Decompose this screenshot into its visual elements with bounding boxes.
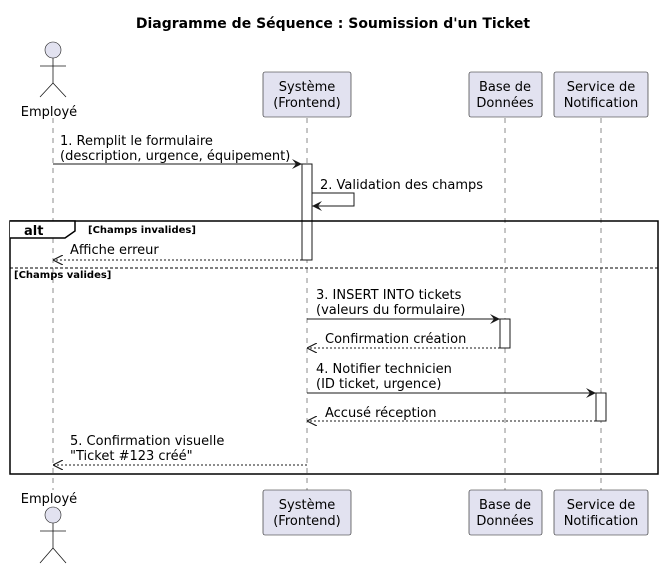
activation-notif [595,392,607,422]
actor-employe-bottom: Employé [21,492,77,564]
actor-label: Employé [21,105,77,120]
activation-systeme [301,163,313,261]
participant-systeme-top: Système (Frontend) [262,71,352,118]
message-label: Confirmation création [325,332,466,347]
participant-line2: (Frontend) [273,514,341,529]
actor-label: Employé [21,492,77,507]
diagram-title: Diagramme de Séquence : Soumission d'un … [136,16,531,32]
participant-bdd-bottom: Base de Données [468,489,543,536]
message-error: Affiche erreur [53,243,302,260]
message-label: 1. Remplit le formulaire [60,134,213,149]
activation-bdd [499,318,511,349]
message-label: 4. Notifier technicien [316,362,452,377]
participant-line2: Notification [564,514,639,529]
participant-bdd-top: Base de Données [468,71,543,118]
message-label: (ID ticket, urgence) [316,377,441,392]
message-label: (description, urgence, équipement) [60,149,290,164]
participant-line1: Base de [479,80,531,95]
fragment-operator: alt [24,224,43,239]
message-4: 4. Notifier technicien (ID ticket, urgen… [307,362,596,398]
message-label: "Ticket #123 créé" [70,449,193,464]
message-label: 3. INSERT INTO tickets [316,288,462,303]
message-5: 5. Confirmation visuelle "Ticket #123 cr… [53,434,307,465]
participant-line2: Données [476,96,533,111]
message-arrow [312,192,355,211]
message-label: Affiche erreur [70,243,159,258]
participant-notif-bottom: Service de Notification [553,489,649,536]
message-label: (valeurs du formulaire) [316,303,465,318]
participant-notif-top: Service de Notification [553,71,649,118]
message-3-reply: Confirmation création [307,332,500,348]
participant-line1: Système [279,80,335,95]
alt-fragment: alt [Champs invalides] [Champs valides] [9,220,659,475]
message-label: 5. Confirmation visuelle [70,434,224,449]
message-label: Accusé réception [325,406,436,421]
participant-line1: Système [279,498,335,513]
message-4-reply: Accusé réception [307,406,596,421]
participant-systeme-bottom: Système (Frontend) [262,489,352,536]
fragment-guard-valid: [Champs valides] [14,270,111,281]
message-3: 3. INSERT INTO tickets (valeurs du formu… [307,288,500,324]
participant-line2: Données [476,514,533,529]
participant-line1: Base de [479,498,531,513]
participant-line2: Notification [564,96,639,111]
fragment-guard-invalid: [Champs invalides] [88,225,196,236]
participant-line1: Service de [567,498,635,513]
message-label: 2. Validation des champs [320,178,483,193]
message-1: 1. Remplit le formulaire (description, u… [53,134,302,169]
message-2: 2. Validation des champs [312,178,483,211]
participant-line2: (Frontend) [273,96,341,111]
participant-line1: Service de [567,80,635,95]
actor-employe-top: Employé [21,41,77,120]
